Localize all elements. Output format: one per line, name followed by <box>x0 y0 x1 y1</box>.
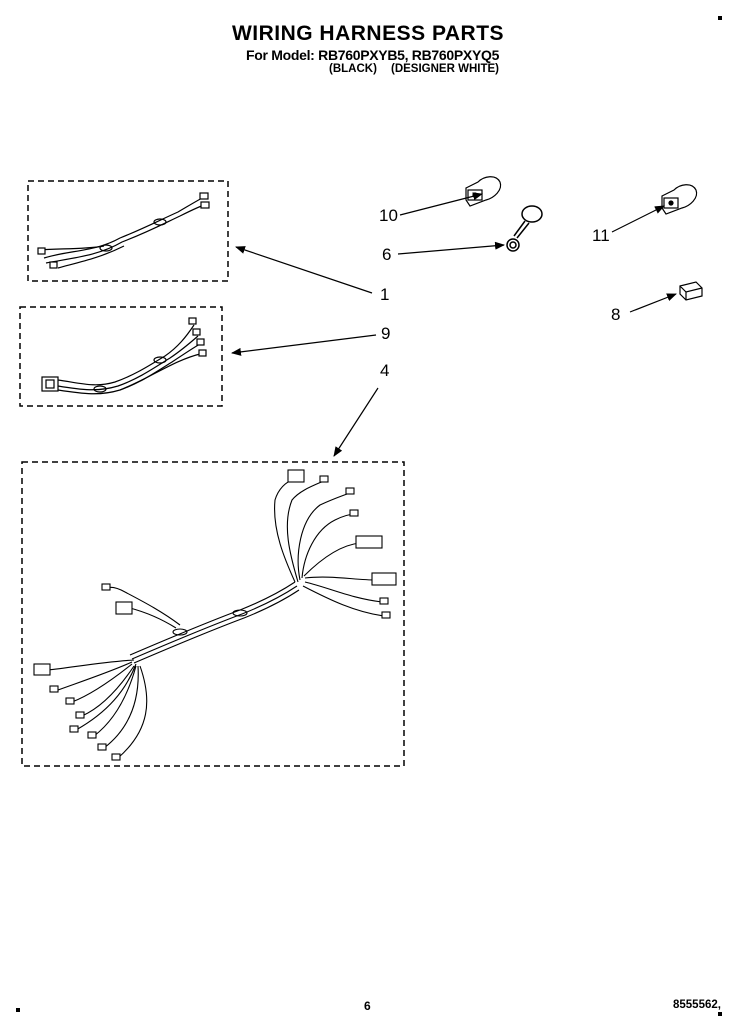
document-number: 8555562, <box>673 999 721 1011</box>
clip-part-11 <box>661 184 698 215</box>
callout-11: 11 <box>592 226 610 245</box>
callout-4: 4 <box>380 361 390 380</box>
leader-11 <box>611 205 665 233</box>
ring-terminal-part-6 <box>506 205 543 252</box>
leader-4 <box>333 387 379 457</box>
harness-9 <box>41 317 207 395</box>
page-title: WIRING HARNESS PARTS <box>231 22 505 45</box>
clip-part-10 <box>465 176 502 207</box>
callout-1: 1 <box>380 285 390 304</box>
leader-10 <box>399 192 483 216</box>
corner-mark <box>718 1012 722 1016</box>
callout-6: 6 <box>382 245 392 264</box>
callout-9: 9 <box>381 324 391 343</box>
leader-9 <box>231 334 377 356</box>
color-black-label: (BLACK) <box>329 63 377 75</box>
harness-1 <box>37 192 210 269</box>
harness-4-box <box>21 461 405 767</box>
harness-1-box <box>27 180 229 282</box>
leader-1 <box>235 246 373 294</box>
callout-10: 10 <box>379 206 398 225</box>
callout-8: 8 <box>611 305 621 324</box>
model-numbers: For Model: RB760PXYB5, RB760PXYQ5 <box>246 47 500 63</box>
harness-9-box <box>19 306 223 407</box>
page-number: 6 <box>364 999 371 1013</box>
color-white-label: (DESIGNER WHITE) <box>391 63 499 75</box>
leader-6 <box>397 241 505 255</box>
corner-mark <box>16 1008 20 1012</box>
connector-part-8 <box>679 281 703 301</box>
corner-mark <box>718 16 722 20</box>
leader-8 <box>629 293 677 313</box>
harness-4 <box>33 469 397 761</box>
